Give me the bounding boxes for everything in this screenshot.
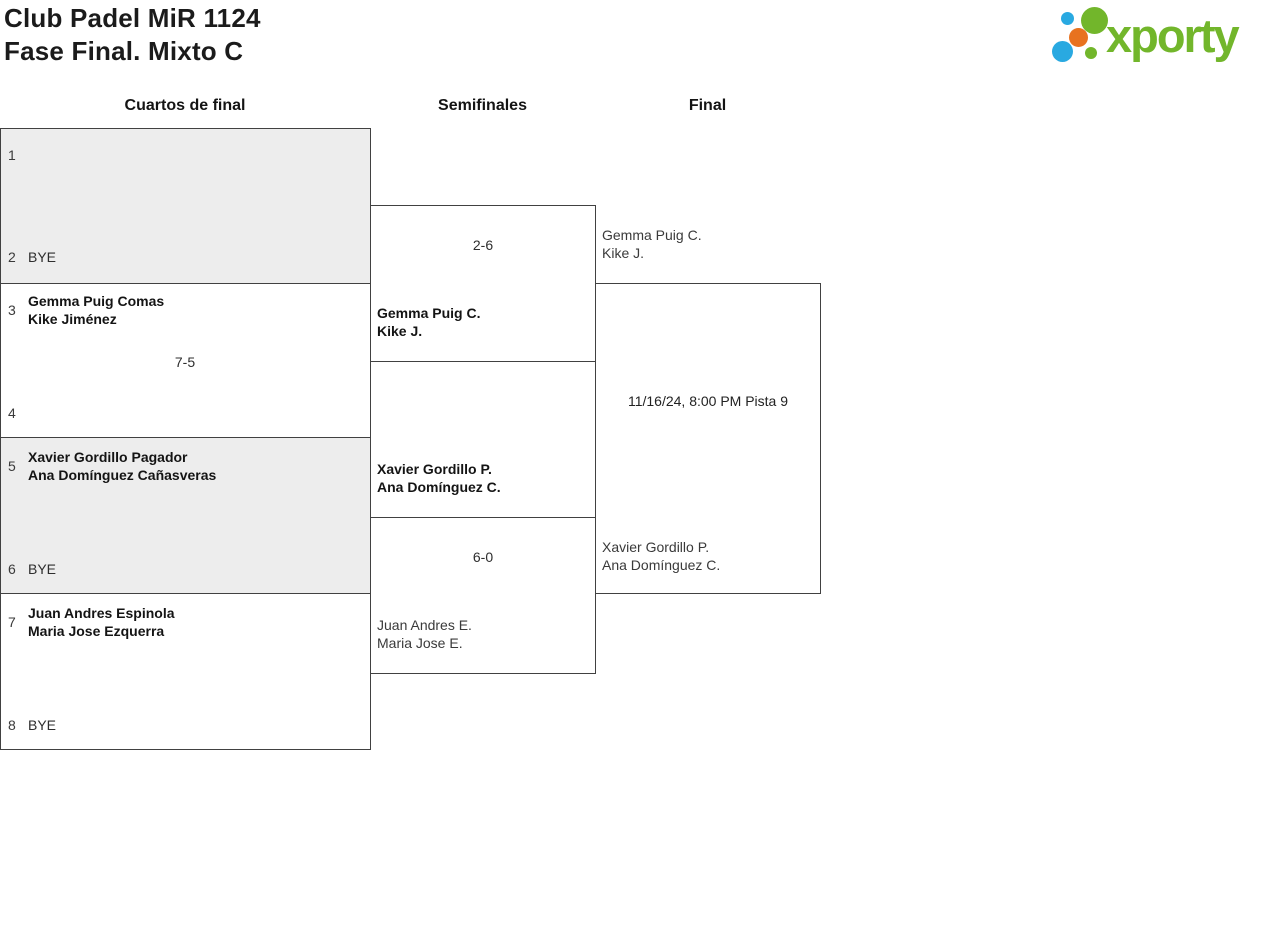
team-name: Xavier Gordillo P. <box>602 539 710 555</box>
team-name: Gemma Puig C. <box>602 227 702 243</box>
match-score: 7-5 <box>174 354 196 370</box>
logo-dot-green-small-icon <box>1085 47 1097 59</box>
qf3-match-box[interactable]: 5 Xavier Gordillo Pagador Ana Domínguez … <box>0 437 371 594</box>
final-match-box[interactable]: 11/16/24, 8:00 PM Pista 9 Xavier Gordill… <box>595 283 821 594</box>
match-schedule: 11/16/24, 8:00 PM Pista 9 <box>627 393 789 409</box>
bye-label: BYE <box>28 249 57 265</box>
team-name: Gemma Puig C. <box>377 305 481 321</box>
tournament-name: Club Padel MiR 1124 <box>4 3 261 33</box>
xporty-wordmark: xporty <box>1106 9 1240 62</box>
qf2-match-box[interactable]: 3 Gemma Puig Comas Kike Jiménez 7-5 4 <box>0 283 371 438</box>
team-name: Maria Jose Ezquerra <box>28 623 165 639</box>
seed-number: 7 <box>8 614 16 630</box>
bye-label: BYE <box>28 561 57 577</box>
seed-number: 2 <box>8 249 16 265</box>
qf1-match-box[interactable]: 1 2 BYE <box>0 128 371 284</box>
page-title: Club Padel MiR 1124 Fase Final. Mixto C <box>4 2 261 68</box>
logo-dot-orange-icon <box>1069 28 1088 47</box>
match-score: 6-0 <box>472 549 494 565</box>
team-name: Ana Domínguez Cañasveras <box>28 467 217 483</box>
team-name: Xavier Gordillo P. <box>377 461 492 477</box>
seed-number: 4 <box>8 405 16 421</box>
round-header-cuartos: Cuartos de final <box>124 97 246 114</box>
team-name: Kike Jiménez <box>28 311 117 327</box>
team-name: Kike J. <box>377 323 423 339</box>
team-name: Ana Domínguez C. <box>377 479 501 495</box>
seed-number: 6 <box>8 561 16 577</box>
round-header-final: Final <box>688 97 727 114</box>
team-name: Xavier Gordillo Pagador <box>28 449 188 465</box>
xporty-logo[interactable]: xporty <box>1048 4 1276 70</box>
team-name: Juan Andres Espinola <box>28 605 175 621</box>
bye-label: BYE <box>28 717 57 733</box>
sf1-match-box[interactable]: 2-6 Gemma Puig C. Kike J. <box>370 205 596 362</box>
qf4-match-box[interactable]: 7 Juan Andres Espinola Maria Jose Ezquer… <box>0 593 371 750</box>
seed-number: 8 <box>8 717 16 733</box>
round-header-semifinales: Semifinales <box>438 97 527 114</box>
team-name: Kike J. <box>602 245 645 261</box>
seed-number: 3 <box>8 302 16 318</box>
logo-dot-blue-large-icon <box>1052 41 1073 62</box>
seed-number: 1 <box>8 147 16 163</box>
logo-dot-green-large-icon <box>1081 7 1108 34</box>
seed-number: 5 <box>8 458 16 474</box>
team-name: Maria Jose E. <box>377 635 463 651</box>
team-name: Juan Andres E. <box>377 617 472 633</box>
sf2-match-box[interactable]: 6-0 Juan Andres E. Maria Jose E. <box>370 517 596 674</box>
team-name: Ana Domínguez C. <box>602 557 721 573</box>
match-score: 2-6 <box>472 237 494 253</box>
phase-subtitle: Fase Final. Mixto C <box>4 36 244 66</box>
team-name: Gemma Puig Comas <box>28 293 165 309</box>
logo-dot-blue-small-icon <box>1061 12 1074 25</box>
